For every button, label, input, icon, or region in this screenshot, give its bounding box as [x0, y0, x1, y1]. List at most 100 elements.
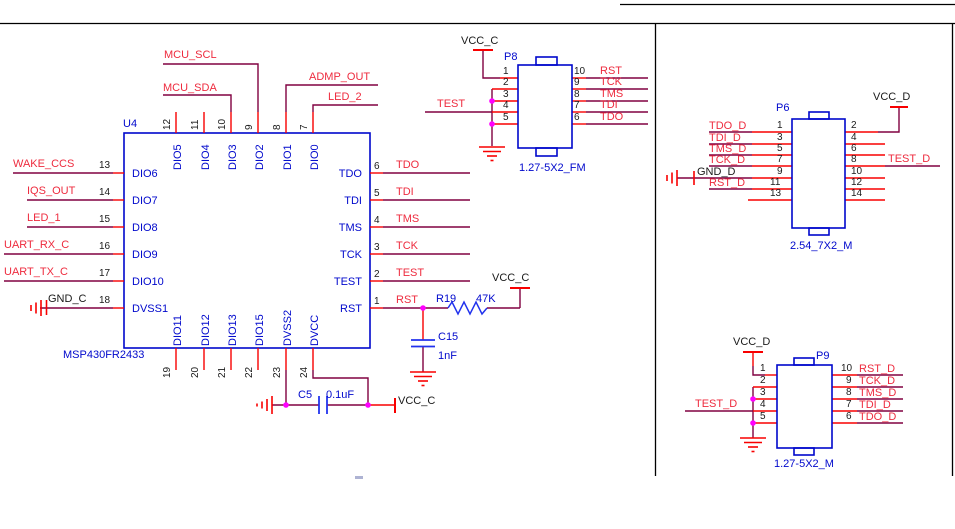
net-label[interactable]: TCK_D — [859, 375, 896, 387]
power-label-vcc[interactable]: VCC_D — [733, 336, 771, 348]
junction-dots — [283, 98, 756, 426]
net-label[interactable]: RST — [396, 294, 418, 306]
net-label[interactable]: MCU_SDA — [163, 82, 217, 94]
vcc-power-ports[interactable] — [394, 49, 908, 413]
pin-number: 18 — [99, 295, 111, 306]
resistor-r19-glyph[interactable] — [447, 300, 488, 316]
ground-symbols[interactable] — [410, 146, 766, 453]
mcu-ref[interactable]: U4 — [123, 118, 138, 130]
connector-ref[interactable]: P9 — [816, 350, 830, 362]
pin-name: DIO13 — [227, 314, 239, 346]
pin-number: 6 — [851, 143, 857, 154]
connector-ref[interactable]: P8 — [504, 51, 518, 63]
connector-p6-body[interactable] — [791, 111, 846, 236]
capacitor-value[interactable]: 1nF — [438, 350, 457, 362]
connector-footprint: 1.27-5X2_M — [774, 458, 834, 470]
net-label[interactable]: TMS — [396, 213, 420, 225]
pin-number: 10 — [851, 166, 863, 177]
net-label[interactable]: UART_TX_C — [4, 266, 68, 278]
net-label[interactable]: TDI — [396, 186, 414, 198]
net-label[interactable]: ADMP_OUT — [309, 71, 371, 83]
net-label[interactable]: TDO_D — [709, 120, 747, 132]
net-label[interactable]: TCK — [396, 240, 418, 252]
pin-name: DVSS1 — [132, 303, 169, 315]
net-label[interactable]: TEST_D — [888, 153, 931, 165]
pin-number: 7 — [299, 124, 310, 130]
power-label-gnd[interactable]: GND_C — [48, 293, 87, 305]
net-label[interactable]: RST_D — [709, 177, 746, 189]
pin-number: 19 — [162, 366, 173, 378]
pin-number: 3 — [760, 387, 766, 398]
pin-number: 8 — [851, 154, 857, 165]
net-label[interactable]: TDO — [396, 159, 420, 171]
net-label[interactable]: TMS_D — [859, 387, 897, 399]
pin-number: 21 — [217, 366, 228, 378]
pin-number: 3 — [503, 89, 509, 100]
capacitor-ref[interactable]: C5 — [298, 389, 313, 401]
pin-number: 9 — [777, 166, 783, 177]
net-label[interactable]: TEST — [437, 98, 466, 110]
connector-p9-body[interactable] — [776, 357, 833, 456]
connector-ref[interactable]: P6 — [776, 102, 790, 114]
pin-name: DIO15 — [254, 314, 266, 346]
pin-number: 5 — [374, 188, 380, 199]
net-label[interactable]: LED_2 — [328, 91, 362, 103]
pin-number: 14 — [99, 187, 111, 198]
resistor-ref[interactable]: R19 — [436, 293, 457, 305]
pin-name: DIO3 — [227, 144, 239, 170]
pin-number: 2 — [374, 269, 380, 280]
net-label[interactable]: TEST — [396, 267, 425, 279]
capacitor-ref[interactable]: C15 — [438, 331, 459, 343]
pin-name: DIO9 — [132, 249, 158, 261]
net-label[interactable]: TEST_D — [695, 398, 738, 410]
net-label[interactable]: TDO — [600, 111, 624, 123]
pin-number: 8 — [272, 124, 283, 130]
pin-number: 9 — [846, 375, 852, 386]
power-label-vcc[interactable]: VCC_D — [873, 91, 911, 103]
power-label-vcc[interactable]: VCC_C — [492, 272, 530, 284]
net-label[interactable]: TCK — [600, 76, 622, 88]
mcu-part-number[interactable]: MSP430FR2433 — [63, 349, 145, 361]
net-label[interactable]: TDI_D — [709, 132, 741, 144]
pin-name: DIO4 — [200, 144, 212, 170]
pin-number: 1 — [760, 363, 766, 374]
capacitor-c15-glyph[interactable] — [411, 339, 435, 348]
pin-number: 1 — [374, 296, 380, 307]
pin-name: DIO7 — [132, 195, 158, 207]
net-label[interactable]: TMS — [600, 88, 624, 100]
power-label-vcc[interactable]: VCC_C — [398, 395, 436, 407]
pin-number: 3 — [374, 242, 380, 253]
power-label-gnd[interactable]: GND_D — [697, 166, 736, 178]
capacitor-value[interactable]: 0.1uF — [326, 389, 355, 401]
pin-number: 2 — [851, 120, 857, 131]
net-label[interactable]: WAKE_CCS — [13, 158, 75, 170]
power-label-vcc[interactable]: VCC_C — [461, 35, 499, 47]
net-label[interactable]: TDO_D — [859, 411, 897, 423]
net-label[interactable]: TMS_D — [709, 143, 747, 155]
pin-number: 7 — [574, 100, 580, 111]
net-label[interactable]: RST — [600, 65, 622, 77]
pin-number: 7 — [777, 154, 783, 165]
pin-name: TDI — [344, 195, 362, 207]
pin-number: 6 — [846, 411, 852, 422]
net-label[interactable]: TCK_D — [709, 154, 746, 166]
connector-p8-body[interactable] — [517, 56, 573, 157]
net-label[interactable]: IQS_OUT — [27, 185, 76, 197]
mcu-symbol-body[interactable] — [123, 132, 371, 349]
component-pins[interactable] — [113, 77, 885, 424]
pin-name: DIO11 — [172, 315, 184, 346]
net-label[interactable]: UART_RX_C — [4, 239, 70, 251]
pin-name: DVCC — [309, 314, 321, 346]
net-label[interactable]: TDI_D — [859, 399, 891, 411]
pin-number: 7 — [846, 399, 852, 410]
net-label[interactable]: TDI — [600, 99, 618, 111]
ground-symbols-rotated[interactable] — [30, 170, 695, 414]
wires[interactable] — [4, 51, 940, 438]
net-label[interactable]: RST_D — [859, 363, 896, 375]
net-label[interactable]: MCU_SCL — [164, 49, 217, 61]
pin-number: 1 — [777, 120, 783, 131]
net-label[interactable]: LED_1 — [27, 212, 61, 224]
resistor-value[interactable]: 47K — [476, 293, 496, 305]
capacitor-c5-glyph[interactable] — [318, 396, 328, 414]
pin-name: TMS — [338, 222, 362, 234]
